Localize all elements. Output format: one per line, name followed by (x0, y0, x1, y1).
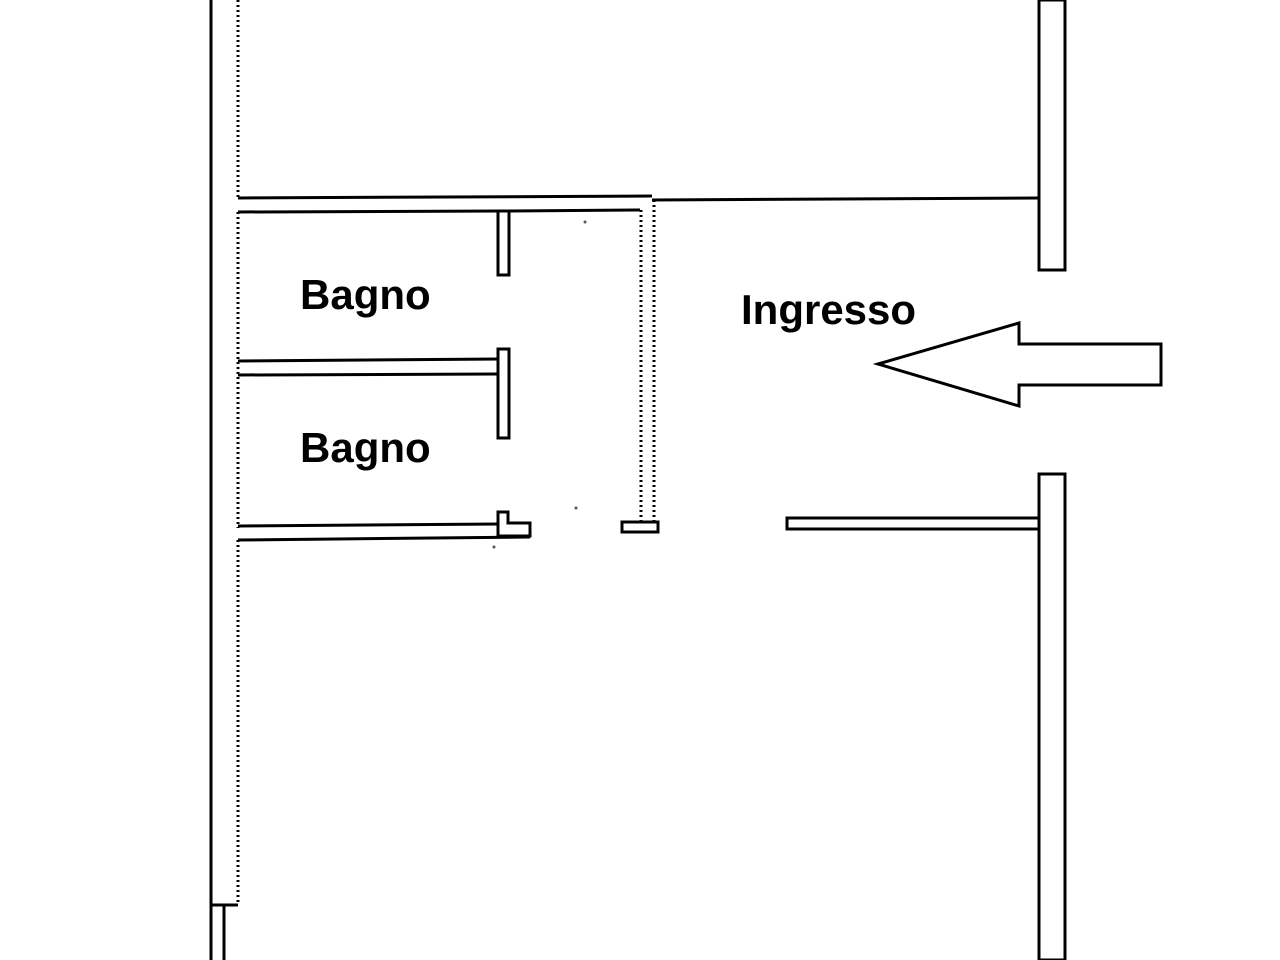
right-outer-wall (1037, 0, 1067, 960)
left-outer-wall (209, 0, 240, 960)
bathroom-partition-walls (237, 209, 532, 542)
lower-right-partition (785, 516, 1041, 531)
left-arrow-icon (872, 321, 1163, 409)
scan-specks (492, 220, 587, 549)
bagno-upper-label: Bagno (300, 271, 431, 318)
top-corridor-wall (237, 194, 1040, 214)
bagno-lower-label: Bagno (300, 424, 431, 471)
corridor-vertical-wall (620, 200, 660, 534)
ingresso-label: Ingresso (741, 286, 916, 333)
